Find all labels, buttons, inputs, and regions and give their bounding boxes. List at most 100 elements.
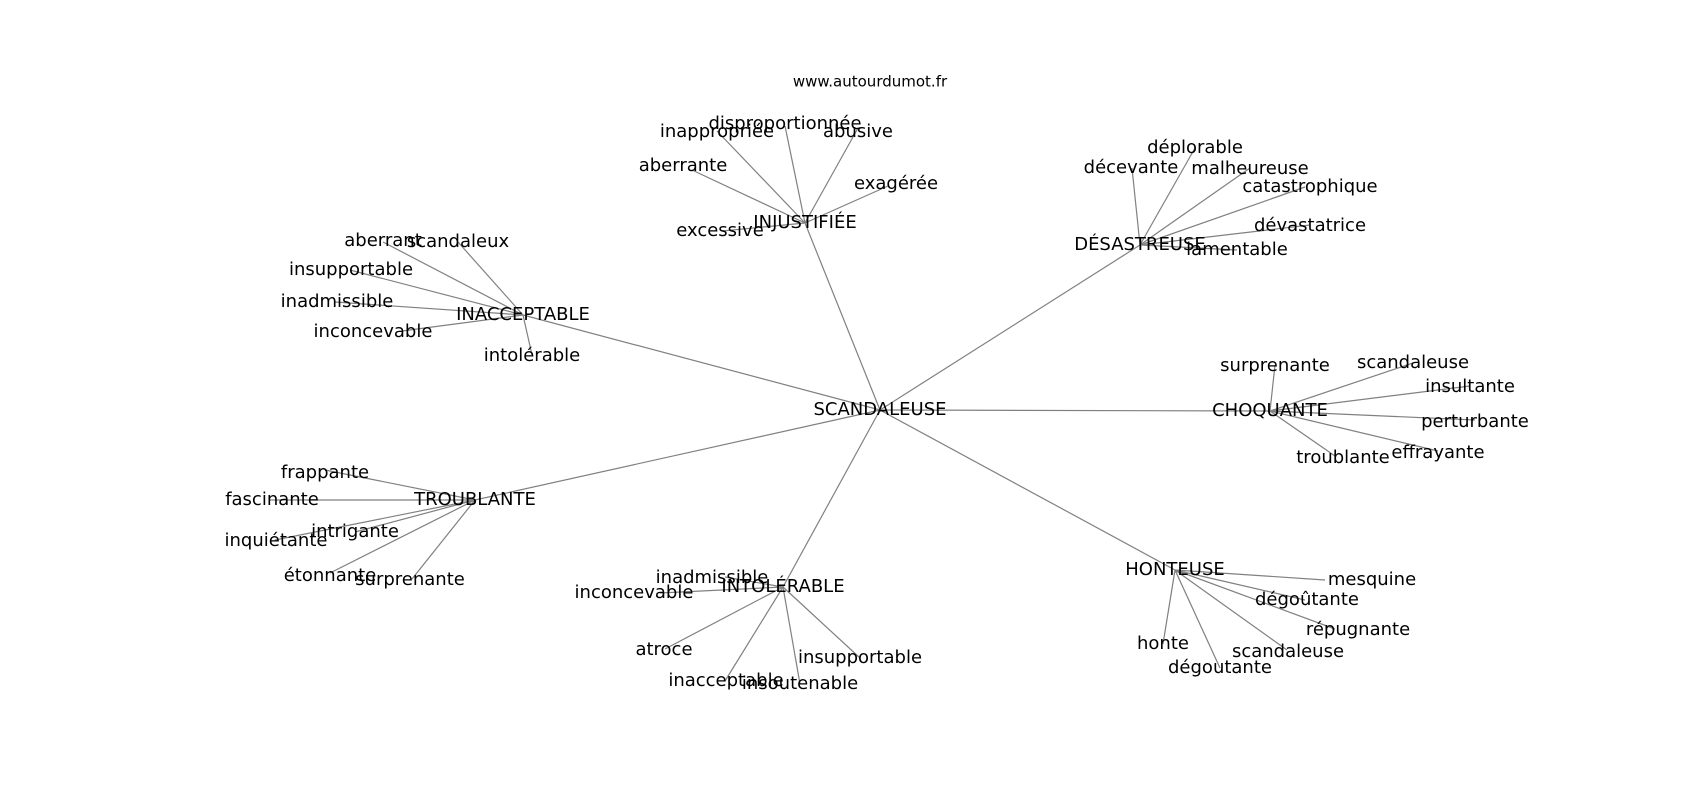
edge-center-hub [879, 409, 1176, 571]
hub-node-label[interactable]: INACCEPTABLE [456, 304, 590, 325]
edge-hub-leaf [1269, 410, 1476, 421]
leaf-node-label[interactable]: aberrante [639, 155, 728, 176]
edge-hub-leaf [382, 241, 524, 316]
leaf-node-label[interactable]: inappropriée [660, 121, 774, 142]
edge-hub-leaf [1174, 569, 1288, 651]
leaf-node-label[interactable]: exagérée [854, 173, 938, 194]
leaf-node-label[interactable]: excessive [676, 220, 764, 241]
hub-node-label[interactable]: HONTEUSE [1125, 559, 1225, 580]
edge-hub-leaf [724, 586, 784, 682]
leaf-node-label[interactable]: inadmissible [656, 567, 769, 588]
edge-hub-leaf [784, 125, 806, 224]
hub-node-label[interactable]: DÉSASTREUSE [1074, 233, 1206, 255]
edge-hub-leaf [1269, 410, 1336, 457]
edge-center-hub [522, 314, 881, 411]
leaf-node-label[interactable]: inacceptable [668, 670, 783, 691]
hub-node-label[interactable]: INJUSTIFIÉE [753, 211, 856, 233]
leaf-node-label[interactable]: étonnante [284, 565, 377, 586]
edge-hub-leaf [324, 469, 476, 501]
leaf-node-label[interactable]: malheureuse [1191, 158, 1308, 179]
leaf-node-label[interactable]: effrayante [1391, 442, 1484, 463]
site-label: www.autourdumot.fr [793, 73, 948, 91]
edge-hub-leaf [1139, 167, 1251, 246]
edge-hub-leaf [716, 130, 806, 224]
leaf-node-label[interactable]: abusive [823, 121, 893, 142]
edge-hub-leaf [1269, 410, 1439, 452]
leaf-node-label[interactable]: inconcevable [575, 582, 694, 603]
edge-hub-leaf [1139, 186, 1306, 246]
leaf-node-label[interactable]: répugnante [1306, 619, 1410, 640]
edge-center-hub [879, 244, 1141, 411]
edge-center-hub [474, 409, 881, 501]
edge-hub-leaf [724, 576, 784, 588]
center-node-label[interactable]: SCANDALEUSE [813, 399, 946, 420]
leaf-node-label[interactable]: atroce [635, 639, 692, 660]
leaf-node-label[interactable]: dégoûtante [1255, 589, 1359, 610]
edge-hub-leaf [1269, 362, 1414, 412]
edge-hub-leaf [457, 241, 524, 316]
leaf-node-label[interactable]: décevante [1084, 157, 1179, 178]
leaf-node-label[interactable]: frappante [281, 462, 369, 483]
leaf-node-label[interactable]: intolérable [484, 345, 581, 366]
leaf-node-label[interactable]: inconcevable [314, 321, 433, 342]
leaf-node-label[interactable]: mesquine [1328, 569, 1416, 590]
edge-hub-leaf [691, 169, 806, 224]
leaf-node-label[interactable]: disproportionnée [708, 113, 861, 134]
leaf-node-label[interactable]: dégoutante [1168, 657, 1272, 678]
edge-hub-leaf [721, 222, 806, 232]
leaf-node-label[interactable]: inquiétante [225, 530, 328, 551]
edge-hub-leaf [1174, 569, 1326, 581]
hub-node-label[interactable]: CHOQUANTE [1212, 400, 1328, 421]
edge-hub-leaf [1162, 569, 1176, 645]
edge-hub-leaf [1174, 569, 1306, 601]
leaf-node-label[interactable]: perturbante [1421, 411, 1529, 432]
leaf-node-label[interactable]: honte [1137, 633, 1189, 654]
edge-hub-leaf [664, 586, 784, 650]
edge-center-hub [804, 222, 881, 411]
leaf-node-label[interactable]: insupportable [798, 647, 922, 668]
leaf-node-label[interactable]: surprenante [1220, 355, 1330, 376]
edge-hub-leaf [274, 499, 476, 541]
leaf-node-label[interactable]: inadmissible [281, 291, 394, 312]
edge-hub-leaf [804, 127, 859, 224]
edge-hub-leaf [804, 185, 889, 224]
edge-hub-leaf [782, 586, 861, 659]
edge-hub-leaf [659, 586, 784, 594]
edge-center-hub [782, 409, 881, 588]
edge-hub-leaf [329, 499, 476, 574]
leaf-node-label[interactable]: intrigante [311, 521, 399, 542]
edge-hub-leaf [1131, 167, 1141, 246]
leaf-node-label[interactable]: insultante [1425, 376, 1515, 397]
edge-hub-leaf [1269, 385, 1471, 412]
leaf-node-label[interactable]: scandaleuse [1357, 352, 1469, 373]
hub-node-label[interactable]: TROUBLANTE [413, 489, 536, 510]
leaf-node-label[interactable]: lamentable [1186, 239, 1288, 260]
hub-node-label[interactable]: INTOLÉRABLE [721, 575, 844, 597]
leaf-node-label[interactable]: troublante [1296, 447, 1389, 468]
leaf-node-label[interactable]: déplorable [1147, 137, 1243, 158]
edge-hub-leaf [354, 499, 476, 533]
leaf-node-label[interactable]: insupportable [289, 259, 413, 280]
edge-center-hub [879, 409, 1271, 412]
edge-hub-leaf [522, 314, 533, 356]
edge-hub-leaf [1139, 147, 1196, 246]
leaf-node-label[interactable]: insoutenable [742, 673, 858, 694]
leaf-node-label[interactable]: surprenante [355, 569, 465, 590]
edge-hub-leaf [411, 499, 476, 580]
edge-hub-leaf [349, 269, 524, 316]
edge-hub-leaf [1269, 364, 1276, 412]
leaf-node-label[interactable]: fascinante [225, 489, 319, 510]
edge-hub-leaf [1174, 569, 1221, 669]
leaf-node-label[interactable]: scandaleuse [1232, 641, 1344, 662]
leaf-node-label[interactable]: scandaleux [407, 231, 510, 252]
edge-hub-leaf [782, 586, 801, 685]
edge-hub-leaf [401, 314, 524, 332]
graph-edges [270, 125, 1476, 685]
edge-hub-leaf [1174, 569, 1336, 630]
edge-hub-leaf [1139, 244, 1238, 251]
edge-hub-leaf [334, 301, 524, 316]
leaf-node-label[interactable]: aberrant [344, 230, 422, 251]
leaf-node-label[interactable]: dévastatrice [1254, 215, 1366, 236]
leaf-node-label[interactable]: catastrophique [1242, 176, 1377, 197]
